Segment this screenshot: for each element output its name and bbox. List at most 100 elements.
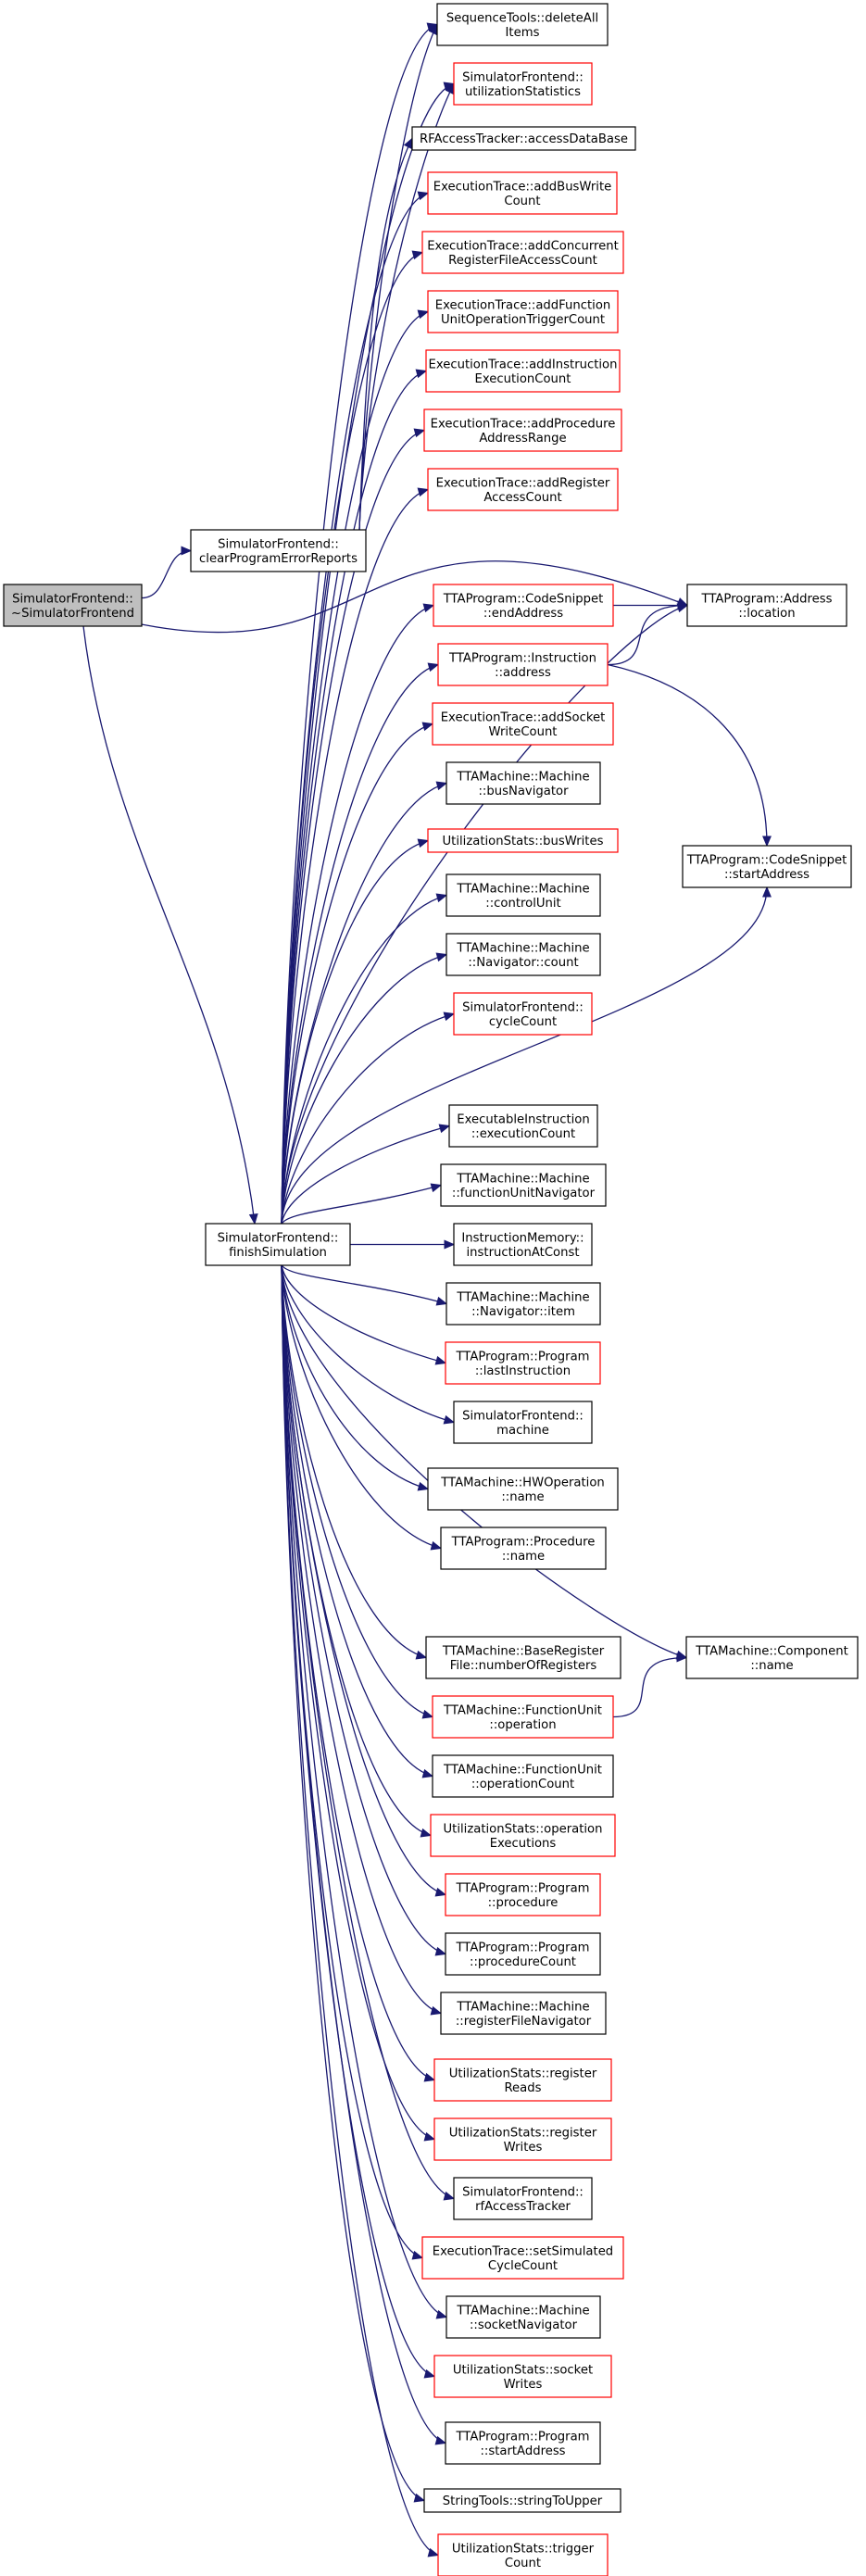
- arrow-head-icon: [762, 836, 772, 848]
- node-start[interactable]: TTAProgram::CodeSnippet::startAddress: [682, 845, 852, 888]
- edge-finish-t23: [281, 1263, 429, 1490]
- arrow-head-icon: [403, 137, 413, 150]
- node-box: [446, 2295, 601, 2339]
- edge-finish-t27: [281, 1263, 433, 1778]
- node-label-line: SimulatorFrontend::: [462, 70, 584, 84]
- node-t6[interactable]: ExecutionTrace::addInstructionExecutionC…: [425, 349, 621, 393]
- node-t31[interactable]: TTAMachine::Machine::registerFileNavigat…: [440, 1992, 607, 2035]
- node-comp[interactable]: TTAMachine::Component::name: [685, 1636, 859, 1679]
- node-label-line: ::operationCount: [471, 1778, 574, 1791]
- arrow-head-icon: [417, 191, 430, 201]
- node-t16[interactable]: SimulatorFrontend::cycleCount: [453, 992, 593, 1036]
- node-label-line: ExecutionTrace::addRegister: [436, 476, 610, 490]
- edge: [281, 1263, 447, 1956]
- edge: [281, 781, 448, 1225]
- edge: [281, 428, 426, 1225]
- node-label-line: ::endAddress: [483, 607, 563, 621]
- node-t30[interactable]: TTAProgram::Program::procedureCount: [445, 1932, 601, 1976]
- node-t29[interactable]: TTAProgram::Program::procedure: [445, 1873, 601, 1916]
- node-t13[interactable]: UtilizationStats::busWrites: [427, 828, 619, 853]
- node-box: [427, 171, 618, 215]
- node-t9[interactable]: TTAProgram::CodeSnippet::endAddress: [433, 584, 614, 627]
- arrow-head-icon: [443, 1012, 456, 1022]
- node-box: [682, 845, 852, 888]
- edge: [281, 1263, 456, 1425]
- node-box: [446, 1282, 601, 1326]
- node-label-line: SimulatorFrontend::: [218, 537, 339, 551]
- node-t10[interactable]: TTAProgram::Instruction::address: [437, 643, 609, 686]
- node-t1[interactable]: SimulatorFrontend::utilizationStatistics: [453, 62, 593, 106]
- arrow-head-icon: [421, 722, 434, 732]
- edge: [281, 1124, 451, 1225]
- node-label-line: TTAProgram::Procedure: [451, 1535, 596, 1549]
- arrow-head-icon: [427, 662, 440, 672]
- edge-finish-t39: [281, 1263, 425, 2502]
- edge-clear-t0: [358, 24, 438, 531]
- node-t34[interactable]: SimulatorFrontend::rfAccessTracker: [453, 2177, 593, 2220]
- node-label-line: TTAProgram::Program: [455, 1881, 589, 1895]
- node-t4[interactable]: ExecutionTrace::addConcurrentRegisterFil…: [421, 231, 624, 274]
- node-t17[interactable]: ExecutableInstruction::executionCount: [448, 1104, 598, 1148]
- node-box: [432, 1754, 614, 1798]
- node-root[interactable]: SimulatorFrontend::~SimulatorFrontend: [3, 584, 143, 627]
- arrow-head-icon: [434, 1887, 447, 1897]
- node-label-line: instructionAtConst: [467, 1246, 580, 1260]
- node-t21[interactable]: TTAProgram::Program::lastInstruction: [445, 1341, 601, 1385]
- node-label-line: Reads: [504, 2081, 541, 2095]
- node-t5[interactable]: ExecutionTrace::addFunctionUnitOperation…: [427, 290, 619, 333]
- node-t14[interactable]: TTAMachine::Machine::controlUnit: [446, 873, 601, 917]
- node-label-line: SequenceTools::deleteAll: [446, 11, 598, 25]
- arrow-head-icon: [421, 1768, 434, 1778]
- arrow-head-icon: [438, 1124, 451, 1134]
- node-t24[interactable]: TTAProgram::Procedure::name: [440, 1527, 607, 1570]
- node-t27[interactable]: TTAMachine::FunctionUnit::operationCount: [432, 1754, 614, 1798]
- edge-finish-t38: [281, 1263, 446, 2444]
- node-t2[interactable]: RFAccessTracker::accessDataBase: [411, 126, 636, 151]
- edge: [281, 487, 430, 1225]
- arrow-head-icon: [430, 2005, 443, 2016]
- node-t22[interactable]: SimulatorFrontend::machine: [453, 1401, 593, 1444]
- node-t38[interactable]: TTAProgram::Program::startAddress: [445, 2421, 601, 2465]
- node-t18[interactable]: TTAMachine::Machine::functionUnitNavigat…: [440, 1163, 607, 1207]
- node-t25[interactable]: TTAMachine::BaseRegisterFile::numberOfRe…: [425, 1636, 621, 1679]
- node-loc[interactable]: TTAProgram::Address::location: [686, 584, 847, 627]
- node-finish[interactable]: SimulatorFrontend::finishSimulation: [205, 1223, 351, 1266]
- node-label-line: Items: [506, 26, 540, 40]
- edge: [281, 1263, 440, 2557]
- node-t19[interactable]: InstructionMemory::instructionAtConst: [453, 1223, 593, 1266]
- node-label-line: finishSimulation: [229, 1246, 327, 1260]
- node-box: [433, 2058, 612, 2102]
- edge-t10-loc: [607, 604, 688, 666]
- node-label-line: ::name: [502, 1550, 545, 1564]
- node-label-line: ExecutionTrace::addInstruction: [429, 358, 618, 371]
- edge: [281, 191, 430, 1225]
- arrow-head-icon: [430, 1540, 443, 1551]
- node-t23[interactable]: TTAMachine::HWOperation::name: [427, 1467, 619, 1511]
- node-t39[interactable]: StringTools::stringToUpper: [423, 2488, 621, 2513]
- edge: [281, 1263, 447, 2445]
- node-clear[interactable]: SimulatorFrontend::clearProgramErrorRepo…: [190, 529, 367, 572]
- node-label-line: TTAMachine::Machine: [456, 1172, 589, 1186]
- node-t26[interactable]: TTAMachine::FunctionUnit::operation: [432, 1695, 614, 1739]
- arrow-head-icon: [434, 2435, 447, 2445]
- node-t15[interactable]: TTAMachine::Machine::Navigator::count: [446, 933, 601, 976]
- arrow-head-icon: [444, 1239, 456, 1250]
- node-t20[interactable]: TTAMachine::Machine::Navigator::item: [446, 1282, 601, 1326]
- edge-finish-t40: [281, 1263, 439, 2557]
- node-label-line: cycleCount: [489, 1015, 557, 1029]
- node-label-line: SimulatorFrontend::: [462, 1000, 584, 1014]
- node-t36[interactable]: TTAMachine::Machine::socketNavigator: [446, 2295, 601, 2339]
- node-t12[interactable]: TTAMachine::Machine::busNavigator: [446, 761, 601, 805]
- arrow-head-icon: [435, 781, 448, 791]
